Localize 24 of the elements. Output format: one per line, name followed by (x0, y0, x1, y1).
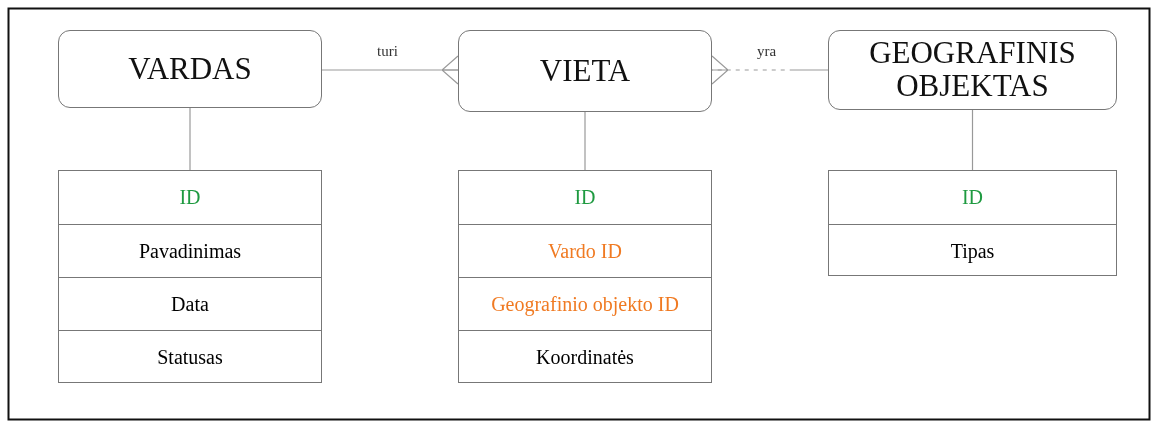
attribute-table (58, 170, 322, 383)
attribute-name: Data (171, 292, 209, 316)
relationship-line (321, 55, 459, 85)
entity-name: VARDAS (128, 52, 252, 86)
attribute-name: Vardo ID (548, 239, 622, 263)
connector-line (189, 107, 191, 171)
attribute-name: ID (179, 186, 201, 209)
connector-line (584, 111, 586, 171)
entity-name: GEOGRAFINIS OBJEKTAS (868, 37, 1077, 103)
attribute-name: Tipas (950, 239, 995, 263)
entity-box (58, 30, 322, 108)
attribute-name: Koordinatės (536, 345, 634, 369)
attribute-table (828, 170, 1117, 276)
attribute-name: Statusas (157, 345, 223, 369)
attribute-name: ID (961, 186, 984, 209)
attribute-name: Pavadinimas (138, 239, 242, 263)
entity-box (458, 30, 712, 112)
attribute-name: ID (574, 186, 596, 209)
attribute-name: Geografinio objekto ID (491, 292, 679, 316)
connector-line (971, 109, 974, 171)
attribute-table (458, 170, 712, 383)
entity-name: VIETA (539, 54, 631, 88)
relationship-line (711, 55, 829, 85)
entity-box (828, 30, 1117, 110)
